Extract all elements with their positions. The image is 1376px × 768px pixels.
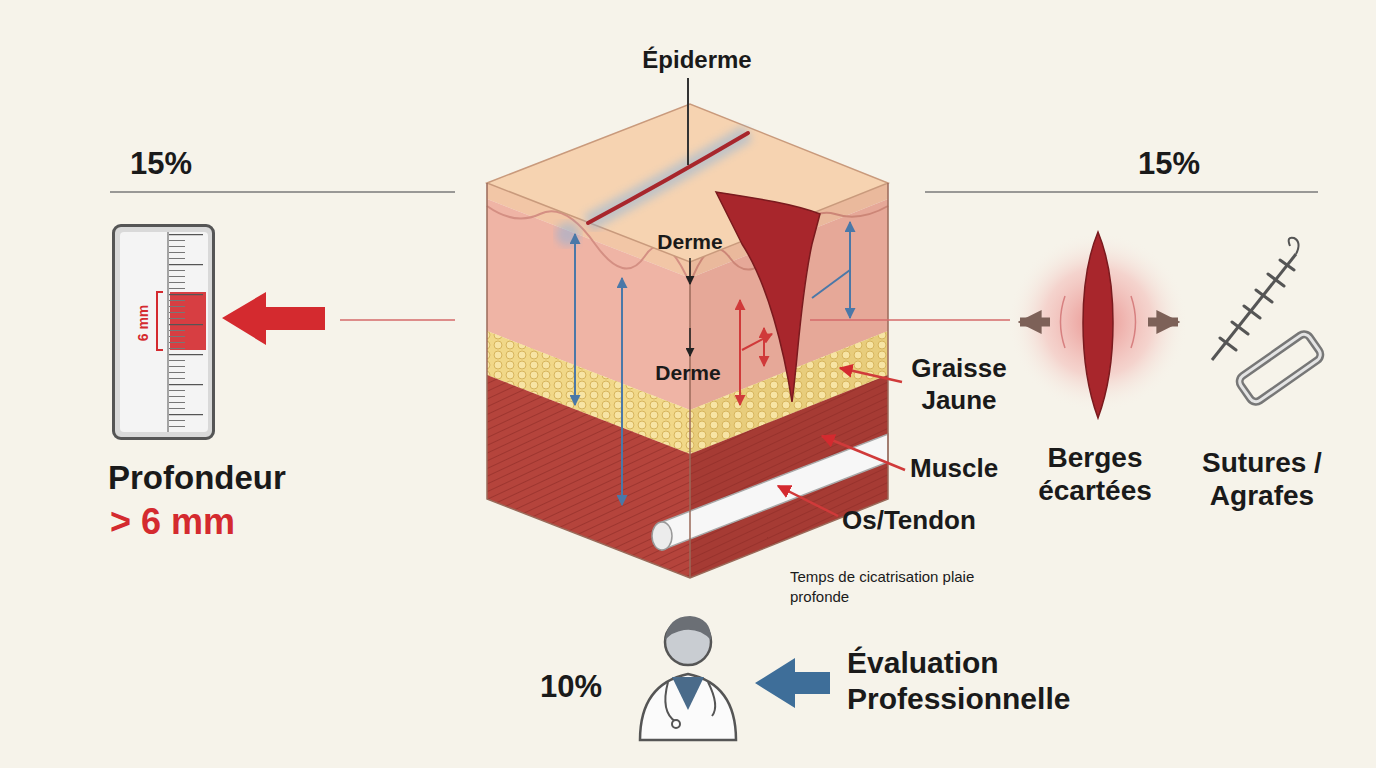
muscle-texture: [487, 375, 690, 578]
layer-label: Os/Tendon: [842, 505, 976, 536]
bone-end: [652, 522, 672, 550]
leader-line: [810, 319, 1010, 321]
suture-stitch: [1220, 260, 1294, 350]
label-arrow: [822, 436, 905, 470]
depth-arrow: [574, 234, 576, 405]
suture-thread: [1289, 238, 1299, 254]
cut-glow: [556, 222, 580, 246]
depth-arrow: [812, 270, 850, 298]
header-rule: [925, 191, 1318, 193]
doctor-hair: [665, 616, 711, 640]
staple: [1237, 332, 1323, 405]
gaping-wound: [1083, 232, 1113, 418]
ruler-body: [112, 224, 215, 440]
depth-arrow: [739, 300, 741, 405]
depth-bracket: [157, 292, 163, 350]
pointer-arrow: [222, 292, 325, 345]
pointer-arrow: [755, 658, 830, 708]
muscle-layer: [487, 375, 690, 578]
dimension-label: 6 mm: [135, 305, 151, 342]
stethoscope: [672, 720, 680, 728]
tension-line: [1061, 296, 1136, 348]
depth-arrow: [621, 278, 623, 505]
layer-label: Épiderme: [597, 45, 797, 74]
leader-line: [340, 319, 455, 321]
pointer-arrow: [689, 328, 691, 356]
depth-arrow: [742, 334, 772, 350]
criterion-label: Berges écartées: [1020, 441, 1170, 507]
percent-label: 15%: [1138, 145, 1200, 182]
deep-wound: [716, 192, 820, 402]
staple-highlight: [1237, 332, 1323, 405]
label-arrow: [840, 368, 902, 382]
layer-label: Derme: [628, 360, 748, 385]
depth-arrow: [763, 328, 765, 366]
doctor-scrubs: [672, 677, 704, 710]
cube-outline: [487, 183, 888, 578]
ruler-ticks: [169, 234, 207, 430]
layer-label: Graisse Jaune: [903, 352, 1015, 416]
threshold-label: > 6 mm: [110, 500, 235, 543]
note-label: Temps de cicatrisation plaie profonde: [790, 567, 975, 607]
ruler-box: 6 mm: [112, 224, 215, 440]
ruler-face: [120, 232, 208, 432]
spread-arrow: [1020, 318, 1050, 327]
label-arrow: [778, 486, 838, 516]
spread-arrow: [1148, 318, 1178, 327]
header-rule: [110, 191, 455, 193]
criterion-label: Évaluation Professionnelle: [847, 645, 1097, 717]
criterion-label: Sutures / Agrafes: [1187, 446, 1337, 512]
ruler-line: [167, 232, 169, 432]
pointer-line: [687, 78, 689, 165]
doctor-body: [640, 674, 736, 740]
ruler-ticks: [169, 234, 207, 430]
criterion-label: Profondeur: [108, 458, 286, 498]
percent-label: 15%: [130, 145, 192, 182]
stethoscope: [665, 682, 715, 722]
percent-label: 10%: [540, 668, 602, 705]
layer-label: Derme: [630, 229, 750, 254]
pointer-arrow: [689, 258, 691, 284]
layer-label: Muscle: [910, 453, 998, 484]
